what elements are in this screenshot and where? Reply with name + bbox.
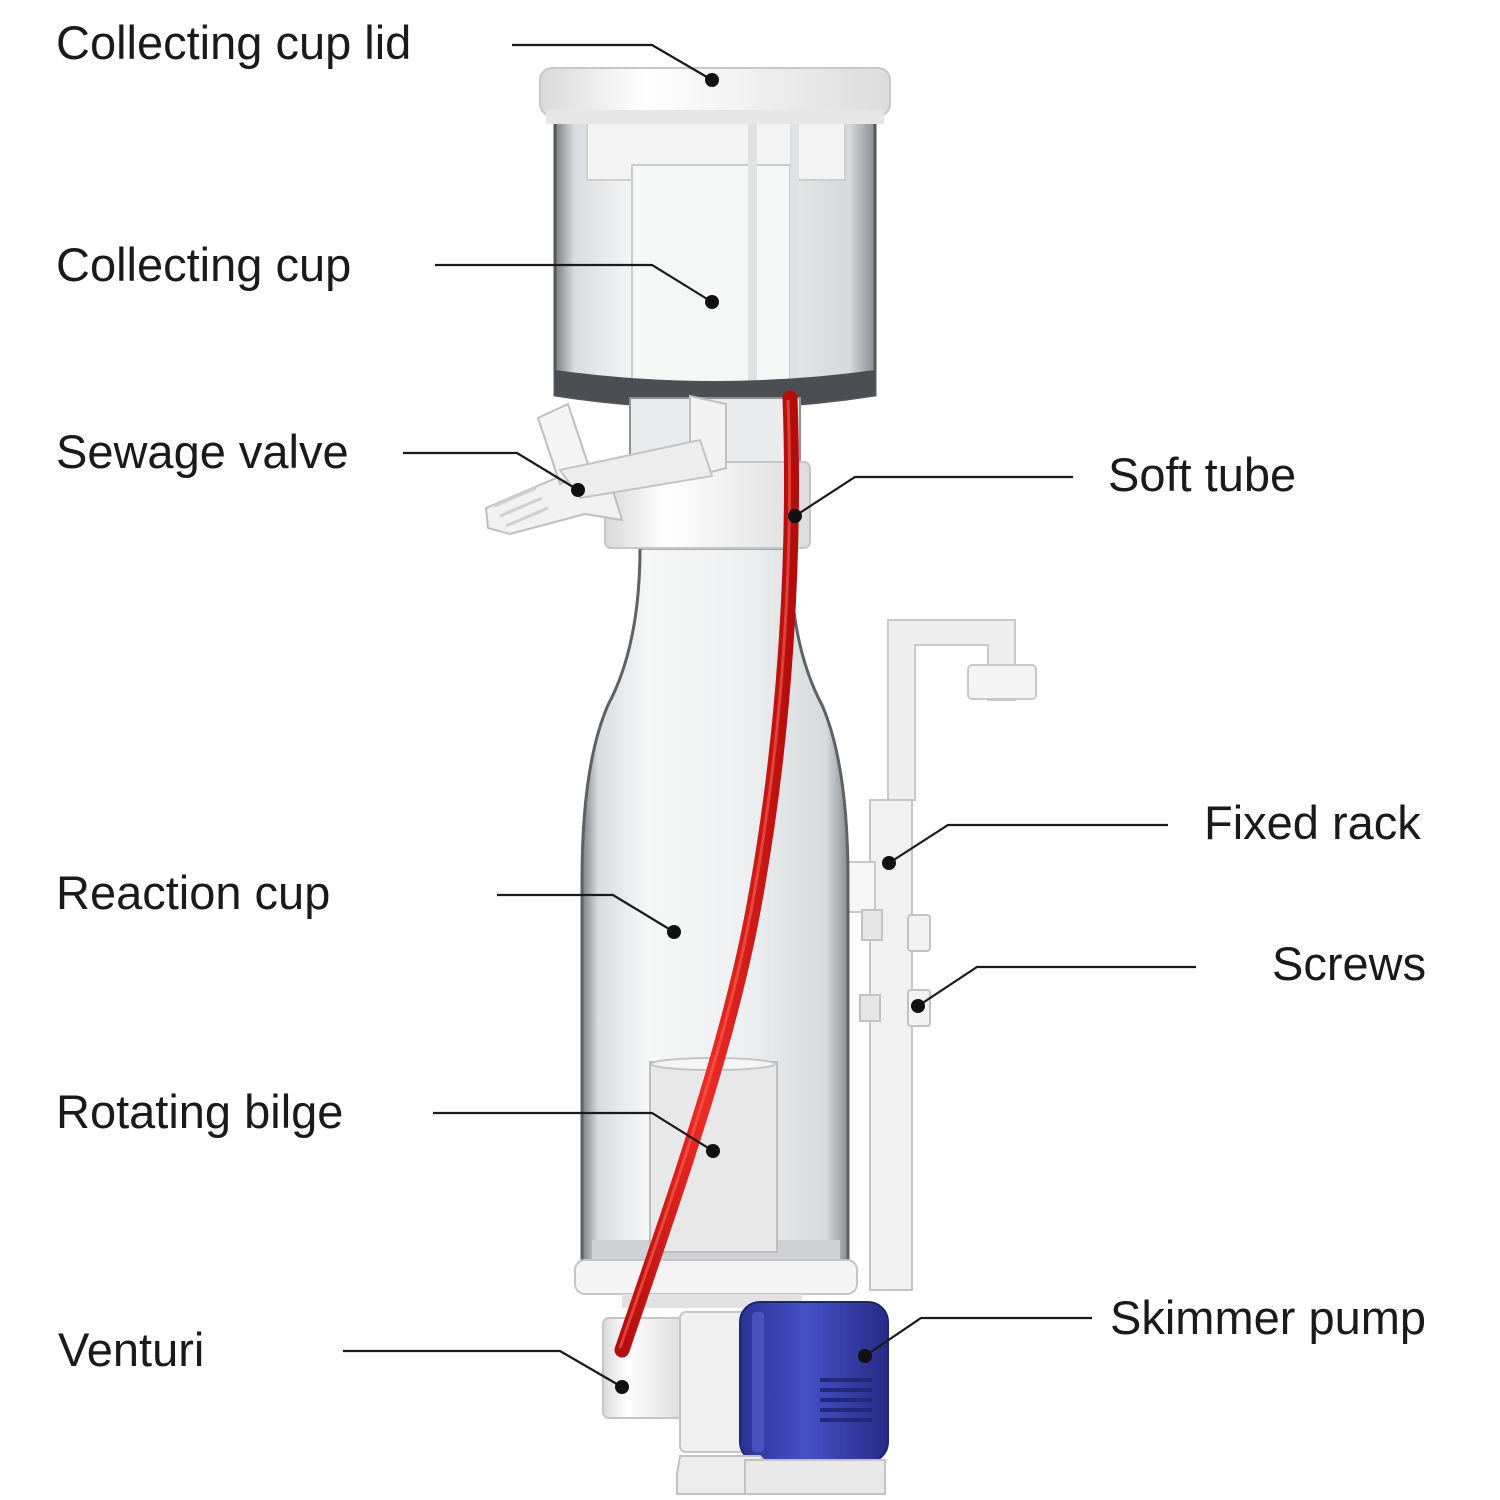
label-rotating-bilge: Rotating bilge <box>56 1085 344 1138</box>
dot-screws <box>911 999 925 1013</box>
label-collecting-cup-lid: Collecting cup lid <box>56 16 412 69</box>
label-reaction-cup: Reaction cup <box>56 866 331 919</box>
leader-cup <box>435 263 713 303</box>
dot-cup <box>705 295 719 309</box>
dot-rotating-bilge <box>706 1144 720 1158</box>
label-collecting-cup: Collecting cup <box>56 238 352 291</box>
leader-skimmer-pump <box>864 1316 1092 1357</box>
leader-lid <box>512 43 713 81</box>
collecting-cup-lid <box>539 67 891 124</box>
dot-venturi <box>615 1380 629 1394</box>
leader-screws <box>917 965 1196 1007</box>
collecting-cup <box>553 110 877 409</box>
dot-soft-tube <box>788 509 802 523</box>
leader-sewage-valve <box>403 451 579 491</box>
dot-sewage-valve <box>571 483 585 497</box>
leader-venturi <box>343 1349 623 1388</box>
leader-soft-tube <box>794 475 1073 517</box>
sewage-valve <box>484 394 727 536</box>
leader-lines <box>343 43 1196 1388</box>
dot-lid <box>705 73 719 87</box>
dot-fixed-rack <box>882 856 896 870</box>
label-soft-tube: Soft tube <box>1108 448 1297 501</box>
skimmer-pump <box>676 1301 889 1495</box>
soft-tube <box>614 390 800 1358</box>
dot-skimmer-pump <box>858 1349 872 1363</box>
label-venturi: Venturi <box>58 1323 205 1376</box>
label-sewage-valve: Sewage valve <box>56 425 349 478</box>
leader-reaction-cup <box>497 893 675 933</box>
leader-dots <box>571 73 925 1394</box>
label-skimmer-pump: Skimmer pump <box>1110 1291 1427 1344</box>
label-fixed-rack: Fixed rack <box>1204 796 1421 849</box>
label-screws: Screws <box>1272 937 1427 990</box>
leader-rotating-bilge <box>433 1111 714 1152</box>
dot-reaction-cup <box>667 925 681 939</box>
leader-fixed-rack <box>888 823 1168 864</box>
base-plate <box>574 1259 858 1308</box>
